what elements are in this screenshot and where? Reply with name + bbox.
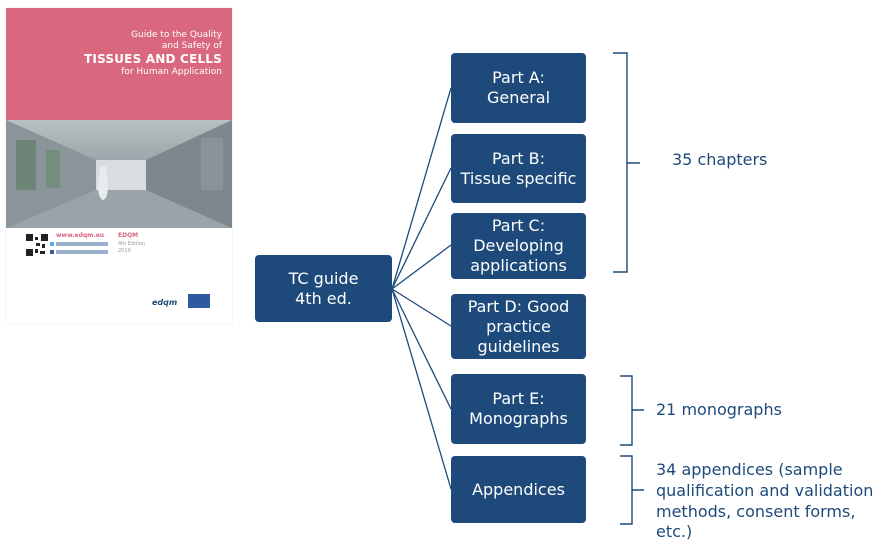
edqm-logo: edqm (152, 298, 178, 307)
appendices-node: Appendices (451, 456, 586, 523)
part-c-line2: Developing (473, 236, 564, 255)
part-c-node: Part C: Developing applications (451, 213, 586, 279)
cover-edition: 4th Edition (118, 241, 146, 247)
cover-title-line2: and Safety of (161, 40, 222, 51)
note-monographs: 21 monographs (656, 400, 782, 419)
connector-line (391, 288, 452, 327)
part-d-line1: Part D: Good (467, 296, 570, 316)
brace-monographs (620, 375, 644, 446)
note-appendices-line4: etc.) (656, 522, 693, 542)
root-line2: 4th ed. (295, 288, 352, 308)
part-d-line2: practice (486, 316, 551, 336)
part-a-line1: Part A: (492, 68, 545, 87)
connector-line (391, 288, 452, 410)
qr-code-icon (26, 234, 48, 256)
connector-line (391, 87, 452, 290)
cover-title-band: Guide to the Quality and Safety of TISSU… (6, 8, 232, 120)
cover-publisher: EDQM (118, 232, 139, 239)
note-appendices-line3: methods, consent forms, (656, 501, 856, 521)
part-c-line3: applications (470, 256, 567, 275)
part-a-line2: General (486, 88, 551, 107)
note-appendices: 34 appendices (sample qualification and … (656, 460, 873, 543)
cleanroom-photo (6, 120, 232, 228)
cover-year: 2019 (118, 248, 131, 254)
part-e-line2: Monographs (469, 409, 568, 428)
note-chapters: 35 chapters (672, 150, 768, 169)
part-a-node: Part A: General (451, 53, 586, 123)
brace-chapters (613, 52, 640, 273)
note-appendices-line1: 34 appendices (sample (656, 460, 843, 479)
social-line (56, 242, 108, 246)
part-c-line1: Part C: (491, 216, 546, 235)
cover-title-line1: Guide to the Quality (131, 30, 222, 40)
root-line1: TC guide (288, 268, 359, 288)
part-d-node: Part D: Good practice guidelines (451, 294, 586, 359)
facebook-icon (50, 250, 54, 254)
part-e-node: Part E: Monographs (451, 374, 586, 444)
brace-appendices (620, 455, 644, 525)
part-b-line2: Tissue specific (460, 168, 577, 188)
social-line (56, 250, 108, 254)
cover-title: Guide to the Quality and Safety of TISSU… (84, 30, 222, 77)
twitter-icon (50, 242, 54, 246)
root-node-tc-guide: TC guide 4th ed. (255, 255, 392, 322)
cover-title-line3: TISSUES AND CELLS (84, 51, 222, 66)
connector-line (391, 244, 452, 290)
part-b-node: Part B: Tissue specific (451, 134, 586, 203)
council-of-europe-logo-icon (188, 294, 210, 308)
cover-footer: www.edqm.eu EDQM 4th Edition 2019 edqm (6, 228, 232, 324)
cover-title-line4: for Human Application (121, 66, 222, 77)
part-d-line3: guidelines (477, 336, 560, 356)
book-cover: Guide to the Quality and Safety of TISSU… (6, 8, 232, 324)
part-b-line1: Part B: (491, 148, 546, 168)
note-appendices-line2: qualification and validation (656, 480, 874, 500)
appendices-line1: Appendices (472, 479, 565, 499)
part-e-line1: Part E: (492, 389, 545, 408)
connector-line (391, 167, 452, 290)
connector-line (391, 288, 452, 490)
cover-website: www.edqm.eu (56, 232, 105, 239)
